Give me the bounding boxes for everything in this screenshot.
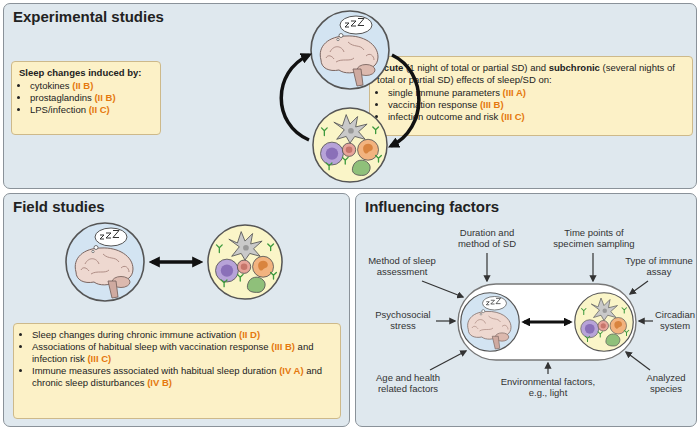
factor-arrow <box>486 253 487 281</box>
text-run: SD) <box>511 62 530 73</box>
bullet-item: infection outcome and risk (III C) <box>388 111 685 123</box>
experimental-illustration <box>281 11 419 182</box>
study-panel: Field studiesSleep changes during chroni… <box>3 193 350 427</box>
text-run: of <box>667 62 675 73</box>
section-reference: (III B) <box>480 99 504 110</box>
text-run: subchronic <box>549 62 603 73</box>
text-run: Associations of habitual sleep with vacc… <box>32 341 271 352</box>
text-run: partial <box>409 74 438 85</box>
text-run: sleep/SD <box>497 74 538 85</box>
double-arrow <box>152 260 200 264</box>
brain-icon <box>311 11 389 89</box>
info-box: Acute (1 night of total or partial SD) a… <box>369 56 693 136</box>
immune-icon <box>575 293 634 352</box>
factor-arrow <box>436 320 455 321</box>
panel-title: Field studies <box>13 198 105 215</box>
text-run: night <box>417 62 440 73</box>
panel-title: Influencing factors <box>365 198 499 215</box>
factor-arrows <box>422 253 653 374</box>
box-heading: Acute (1 night of total or partial SD) a… <box>377 62 685 86</box>
section-reference: (II D) <box>239 329 260 340</box>
capsule-outline <box>458 284 636 360</box>
section-reference: (III C) <box>501 111 525 122</box>
text-run: of <box>487 74 498 85</box>
text-run: (several <box>603 62 639 73</box>
brain-icon <box>461 293 520 352</box>
text-run: total <box>377 74 398 85</box>
box-heading: Sleep changes induced by: <box>19 67 153 79</box>
text-run: of <box>440 62 451 73</box>
immune-icon <box>208 225 282 299</box>
double-arrow <box>524 321 570 324</box>
factor-arrow <box>592 253 593 281</box>
section-reference: (III C) <box>87 353 111 364</box>
text-run: or <box>472 62 483 73</box>
text-run: and <box>530 62 549 73</box>
text-run: total <box>451 62 472 73</box>
study-panel: Influencing factors <box>355 193 697 427</box>
factor-arrow <box>547 363 548 374</box>
text-run: on: <box>538 74 551 85</box>
text-run: SD) <box>437 74 456 85</box>
section-reference: (II B) <box>94 92 115 103</box>
field-illustration <box>66 223 282 301</box>
factor-arrow <box>430 351 466 370</box>
text-run: single immune parameters <box>388 87 503 98</box>
bullet-list: Sleep changes during chronic immune acti… <box>21 329 333 389</box>
text-run: cytokines <box>30 80 72 91</box>
bullet-item: prostaglandins (II B) <box>30 92 153 104</box>
text-run: Immune measures associated with habitual… <box>32 365 279 376</box>
info-box: Sleep changes during chronic immune acti… <box>13 323 341 419</box>
section-reference: (IV B) <box>147 377 172 388</box>
text-run: Acute <box>377 62 406 73</box>
factors-illustration <box>422 253 653 374</box>
bullet-item: single immune parameters (III A) <box>388 87 685 99</box>
factor-arrow <box>639 320 653 321</box>
bullet-list: single immune parameters (III A)vaccinat… <box>377 87 685 123</box>
bullet-item: Sleep changes during chronic immune acti… <box>32 329 333 341</box>
bullet-item: Associations of habitual sleep with vacc… <box>32 341 333 365</box>
bullet-item: LPS/infection (II C) <box>30 104 153 116</box>
text-run: prostaglandins <box>30 92 94 103</box>
bullet-item: Immune measures associated with habitual… <box>32 365 333 389</box>
text-run: or <box>398 74 409 85</box>
brain-icon <box>66 223 144 301</box>
panel-title: Experimental studies <box>13 8 164 25</box>
text-run: nights <box>639 62 667 73</box>
factor-arrow <box>626 352 650 370</box>
immune-icon <box>313 108 387 182</box>
bullet-list: cytokines (II B)prostaglandins (II B)LPS… <box>19 80 153 116</box>
section-reference: (IV A) <box>279 365 303 376</box>
cycle-arrow <box>281 55 309 140</box>
text-run: infection outcome and risk <box>388 111 501 122</box>
text-run: (1 <box>406 62 417 73</box>
cycle-arrow <box>391 55 419 146</box>
text-run: Sleep changes during chronic immune acti… <box>32 329 239 340</box>
bullet-item: vaccination response (III B) <box>388 99 685 111</box>
text-run: effects <box>456 74 486 85</box>
section-reference: (III B) <box>271 341 295 352</box>
factor-arrow <box>630 281 648 294</box>
section-reference: (II B) <box>72 80 93 91</box>
text-run: LPS/infection <box>30 104 89 115</box>
section-reference: (II C) <box>89 104 110 115</box>
text-run: partial <box>483 62 512 73</box>
study-panel: Experimental studiesSleep changes induce… <box>3 3 697 189</box>
text-run: vaccination response <box>388 99 480 110</box>
section-reference: (III A) <box>503 87 526 98</box>
bullet-item: cytokines (II B) <box>30 80 153 92</box>
factor-arrow <box>422 281 463 297</box>
info-box: Sleep changes induced by:cytokines (II B… <box>11 61 161 135</box>
